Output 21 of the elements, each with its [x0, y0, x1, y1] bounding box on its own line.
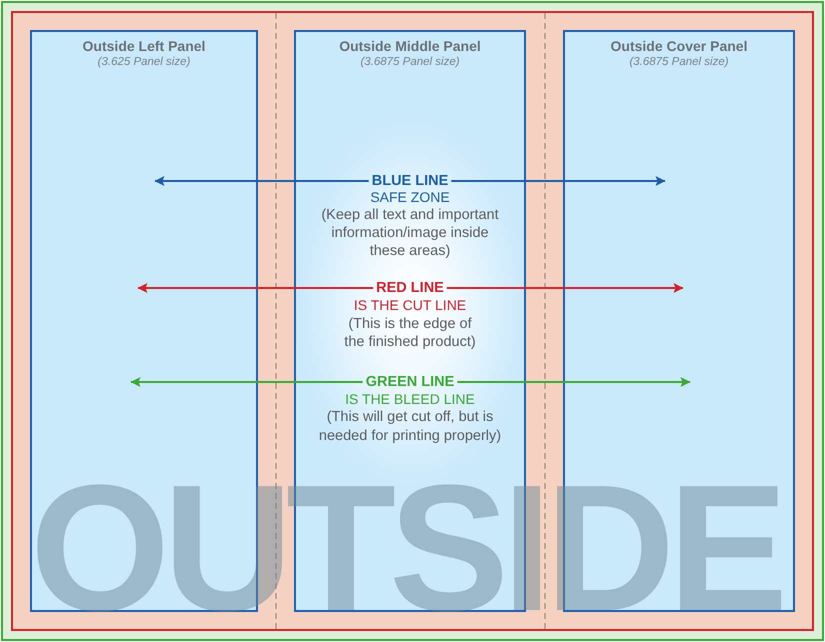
zone-label: SAFE ZONE — [370, 188, 450, 206]
panel-size-note: (3.625 Panel size) — [98, 55, 190, 69]
panel-title: Outside Cover Panel — [610, 38, 748, 54]
arrow — [138, 283, 374, 293]
panel-size-note: (3.6875 Panel size) — [629, 55, 729, 69]
note-text: (This will get cut off, but is needed for printing properly) — [318, 408, 502, 445]
arrow — [457, 377, 690, 387]
panel-title: Outside Middle Panel — [339, 38, 481, 54]
zone-label: IS THE BLEED LINE — [345, 390, 475, 408]
arrow — [154, 176, 369, 186]
note-text: (Keep all text and important information/image inside these areas) — [320, 206, 500, 260]
arrow — [130, 377, 363, 387]
zone-label: IS THE CUT LINE — [354, 296, 466, 314]
panel-size-note: (3.6875 Panel size) — [360, 55, 460, 69]
panel-title: Outside Left Panel — [82, 38, 206, 54]
line-label: RED LINE — [376, 279, 444, 297]
arrow — [451, 176, 666, 186]
line-label: GREEN LINE — [366, 373, 454, 391]
arrow — [446, 283, 684, 293]
line-label: BLUE LINE — [372, 172, 448, 190]
note-text: (This is the edge of the finished product) — [344, 316, 476, 351]
